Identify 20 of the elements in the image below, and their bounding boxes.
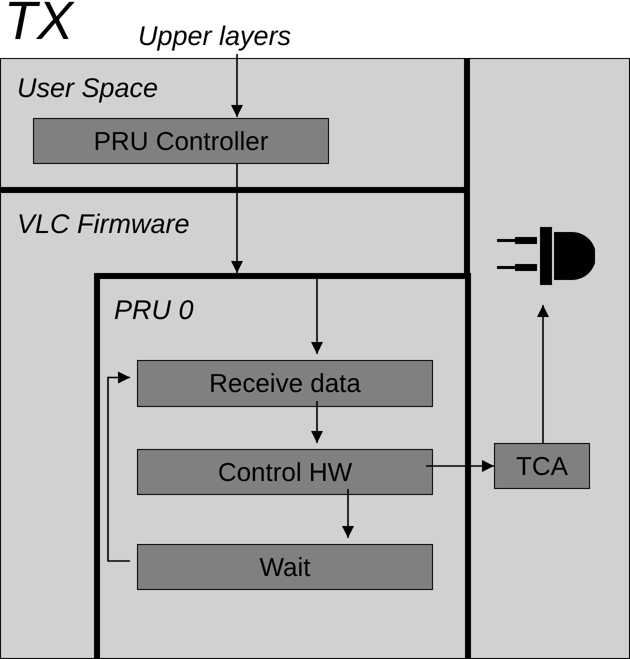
layer-title: PRU 0: [114, 294, 194, 327]
arrow: [426, 460, 494, 472]
arrow: [537, 305, 549, 443]
layer-region: [0, 58, 470, 193]
process-box: TCA: [494, 443, 590, 489]
process-box: Receive data: [137, 360, 433, 407]
diagram-title: TX: [4, 0, 74, 48]
layer-label: Upper layers: [138, 18, 334, 54]
arrow: [342, 489, 354, 538]
arrow: [311, 401, 323, 443]
arrow: [231, 54, 243, 117]
layer-title: User Space: [17, 72, 158, 105]
process-box: Control HW: [137, 449, 433, 495]
process-box: PRU Controller: [33, 118, 329, 164]
layer-region: [94, 273, 471, 659]
layer-title: VLC Firmware: [17, 208, 190, 241]
process-box: Wait: [137, 544, 433, 590]
arrow: [231, 163, 243, 273]
led-icon: [497, 227, 595, 285]
arrow: [107, 372, 130, 562]
